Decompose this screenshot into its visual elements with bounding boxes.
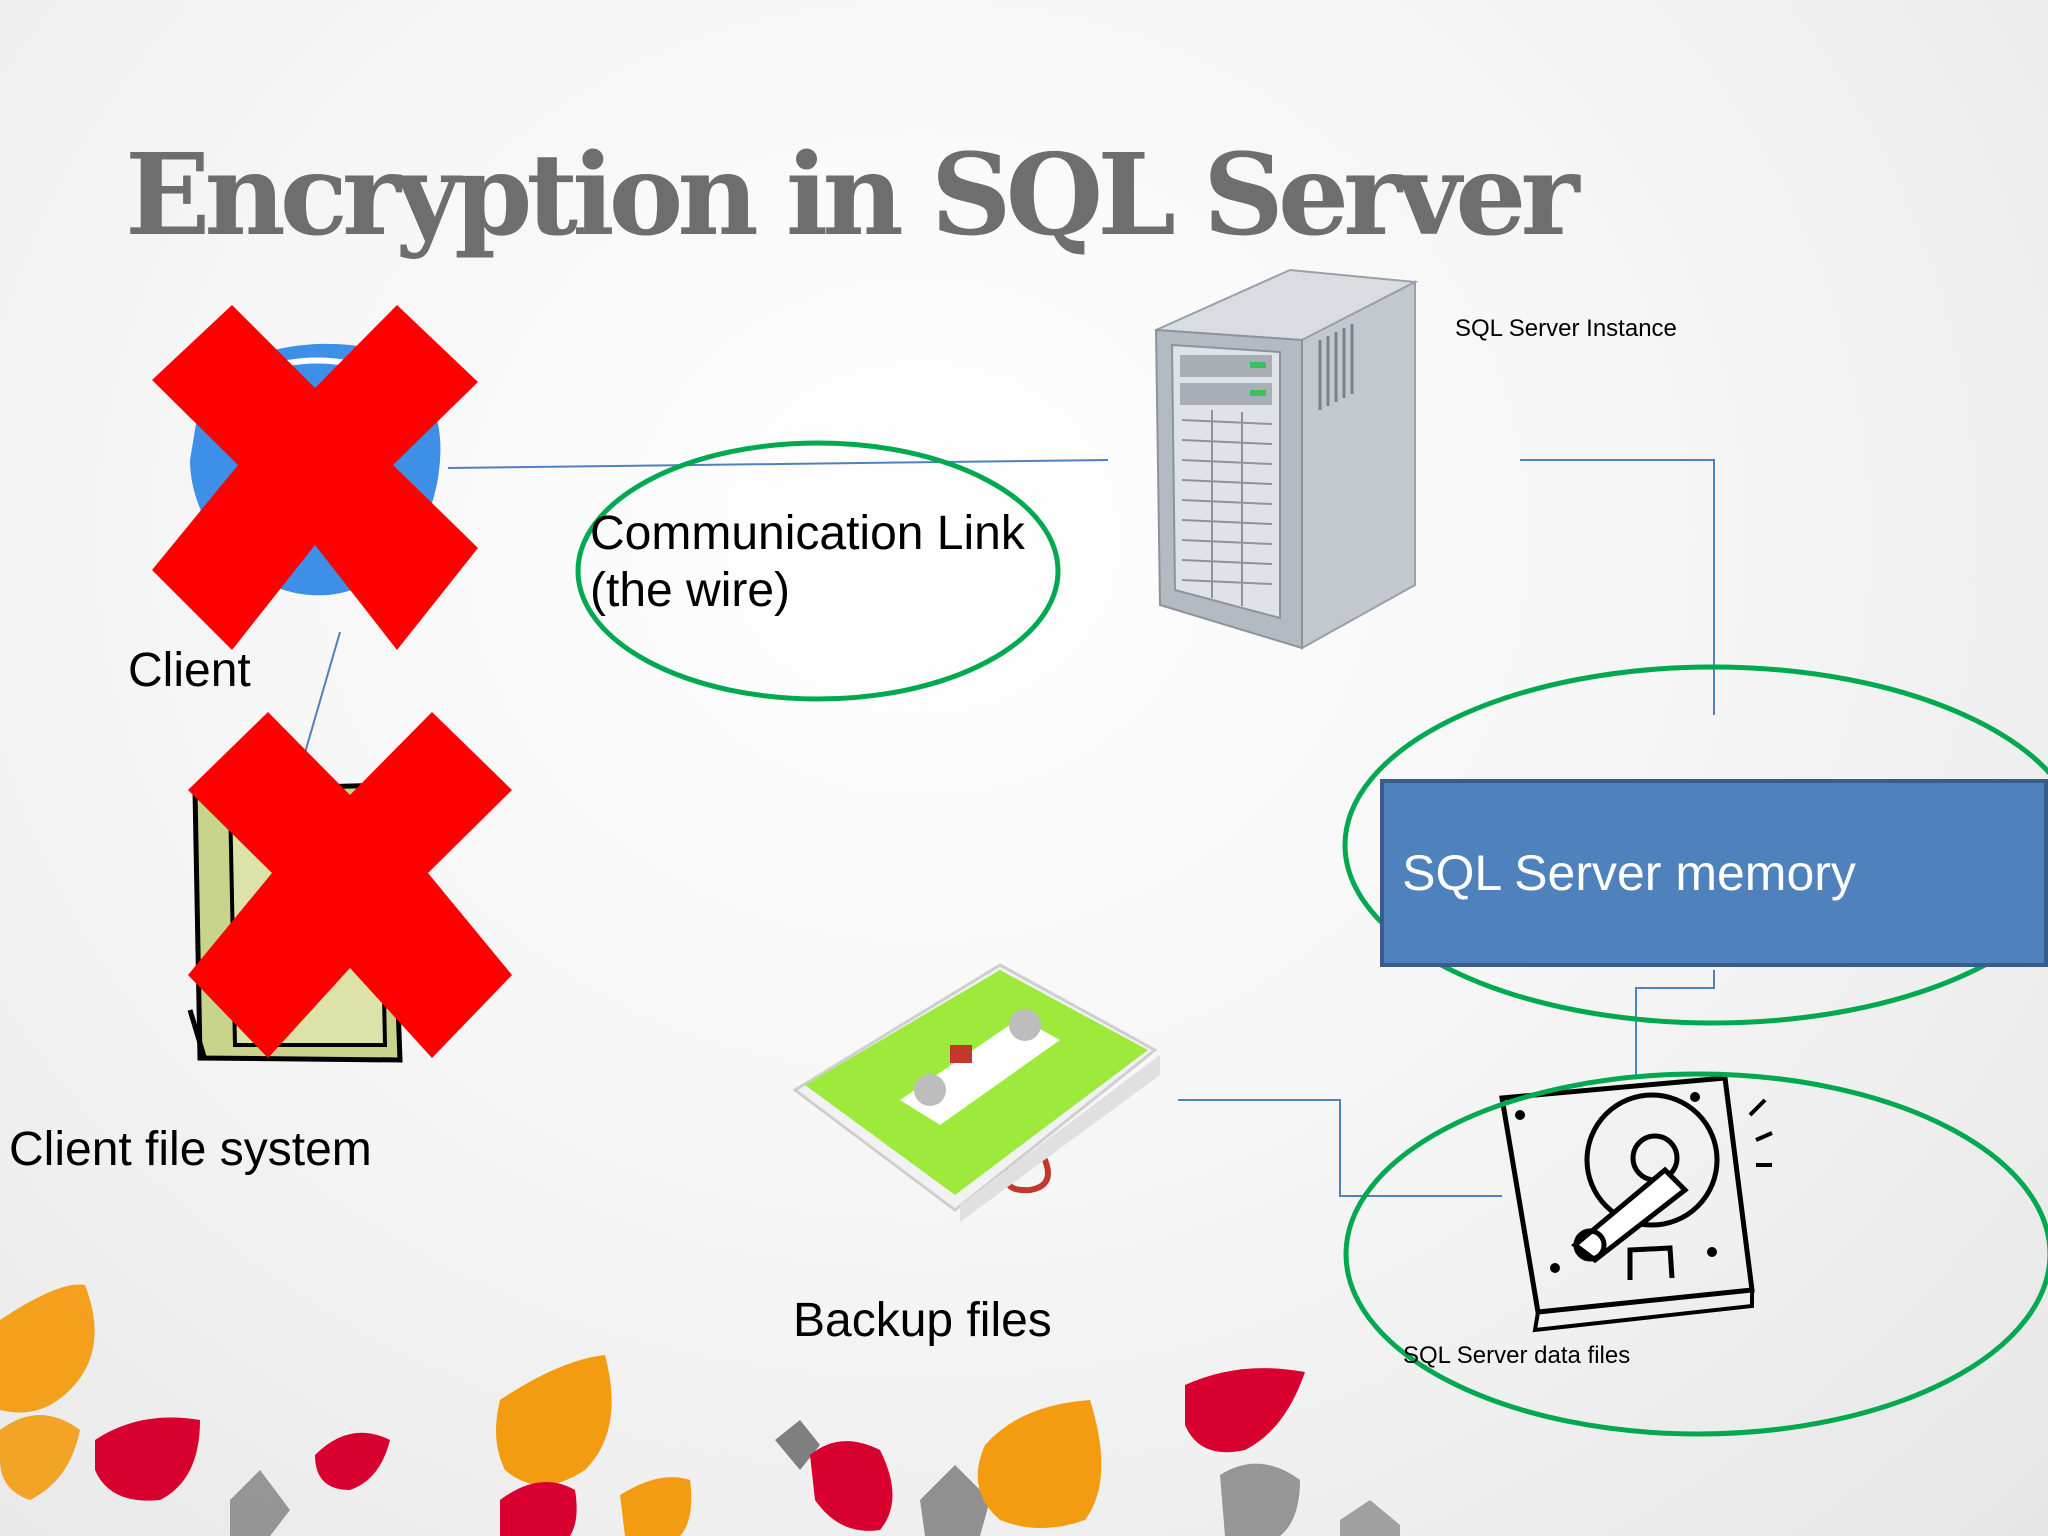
filesystem-cross-icon [188,712,512,1058]
server-tower-icon [1154,268,1419,650]
communication-link-line2: (the wire) [590,564,791,617]
decorative-petals [0,1284,1400,1536]
memory-highlight-ellipse [1342,664,2048,1026]
slide-title: Encryption in SQL Server [125,130,1579,261]
connector-backup-datafiles [1178,1099,1502,1197]
backup-files-label: Backup files [793,1294,1052,1347]
client-filesystem-label: Client file system [9,1123,372,1176]
sql-server-memory-box: SQL Server memory [1380,779,2048,967]
cross-marks [152,305,512,1058]
connector-client-filesystem [299,631,341,771]
communication-link-label: Communication Link (the wire) [590,505,1025,619]
connectors [299,459,1715,1197]
sql-server-memory-label: SQL Server memory [1402,845,1856,901]
connector-memory-datafiles [1635,970,1715,1075]
communication-link-line1: Communication Link [590,507,1025,560]
server-instance-label: SQL Server Instance [1455,315,1677,342]
datafiles-highlight-ellipse [1343,1071,2048,1437]
client-cross-icon [152,305,478,650]
cassette-tape-icon [792,963,1160,1222]
connector-client-server [447,459,1109,469]
hard-drive-icon [1499,1075,1773,1333]
client-label: Client [128,644,251,697]
wire-highlight-ellipse [575,440,1061,702]
highlight-ellipses [575,440,2048,1437]
data-files-label: SQL Server data files [1403,1342,1631,1369]
connector-server-memory [1520,459,1715,715]
